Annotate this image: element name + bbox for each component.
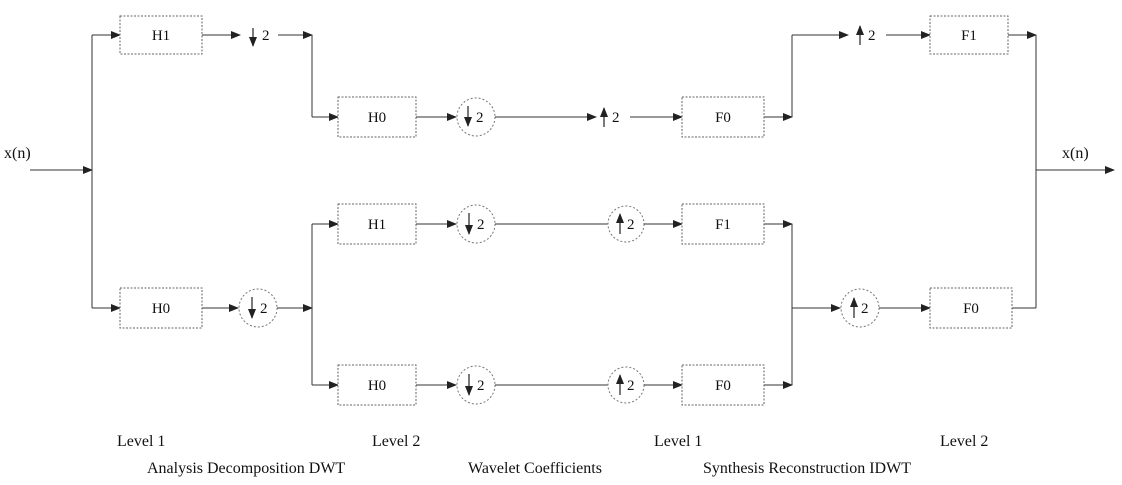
downsample-factor: 2 xyxy=(477,378,485,394)
output-signal-label: x(n) xyxy=(1062,145,1089,162)
filter-box-f1-level1 xyxy=(681,203,765,245)
upsample-op: 2 xyxy=(600,107,620,127)
upsample-factor: 2 xyxy=(861,301,869,317)
downsample-circle xyxy=(456,365,496,405)
filter-label: F1 xyxy=(715,217,731,233)
downsample-factor: 2 xyxy=(476,110,484,126)
upsample-op-top: 2 xyxy=(856,25,876,45)
filter-label: H1 xyxy=(368,217,386,233)
filter-box-h1-top xyxy=(119,15,203,55)
filter-label: H1 xyxy=(152,28,170,44)
filter-box-h0-level1 xyxy=(119,287,203,329)
filter-box-h0-upper xyxy=(337,96,417,138)
filter-label: F0 xyxy=(715,110,731,126)
upsample-factor: 2 xyxy=(868,28,876,44)
caption-level2-analysis: Level 2 xyxy=(372,433,420,450)
caption-synthesis: Synthesis Reconstruction IDWT xyxy=(703,460,911,477)
filter-label: H0 xyxy=(368,378,386,394)
upsample-circle xyxy=(840,288,880,328)
caption-level2-synthesis: Level 2 xyxy=(940,433,988,450)
downsample-circle xyxy=(238,288,278,328)
upsample-factor: 2 xyxy=(627,217,635,233)
filter-box-h1-level2 xyxy=(337,203,417,245)
upsample-factor: 2 xyxy=(627,378,635,394)
downsample-factor: 2 xyxy=(262,28,270,44)
caption-level1-synthesis: Level 1 xyxy=(654,433,702,450)
filter-box-f1-top xyxy=(929,15,1009,55)
upsample-circle xyxy=(607,205,645,243)
filter-label: F0 xyxy=(715,378,731,394)
filter-box-h0-level2 xyxy=(337,364,417,406)
caption-analysis: Analysis Decomposition DWT xyxy=(147,460,345,477)
upsample-factor: 2 xyxy=(612,110,620,126)
filter-label: F1 xyxy=(961,28,977,44)
input-signal-label: x(n) xyxy=(4,145,31,162)
caption-wavelet-coefficients: Wavelet Coefficients xyxy=(468,460,602,477)
filter-box-f0-level2 xyxy=(929,287,1013,329)
filter-box-f0-level1 xyxy=(681,364,765,406)
filter-box-f0-upper xyxy=(681,96,765,138)
filter-label: H0 xyxy=(368,110,386,126)
downsample-factor: 2 xyxy=(260,301,268,317)
downsample-factor: 2 xyxy=(477,217,485,233)
filter-label: H0 xyxy=(152,301,170,317)
upsample-circle xyxy=(607,366,645,404)
downsample-circle xyxy=(456,204,496,244)
caption-level1-analysis: Level 1 xyxy=(117,433,165,450)
filter-label: F0 xyxy=(963,301,979,317)
downsample-op-top: 2 xyxy=(249,28,270,47)
